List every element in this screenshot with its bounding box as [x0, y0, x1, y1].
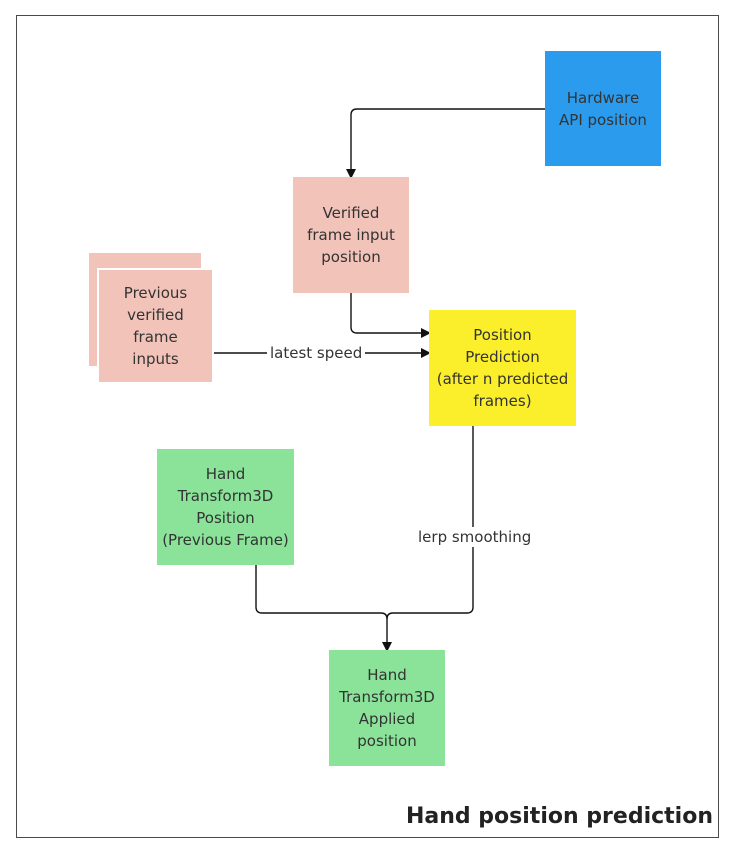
- diagram-frame: [16, 15, 719, 838]
- edge-handprev-to-applied: [255, 565, 388, 620]
- latest-speed-label: latest speed: [267, 343, 366, 363]
- hand-transform-applied-node: Hand Transform3D Applied position: [329, 650, 445, 766]
- hand-transform-previous-node: Hand Transform3D Position (Previous Fram…: [157, 449, 294, 565]
- diagram-title: Hand position prediction: [405, 804, 713, 829]
- previous-verified-inputs-node: Previous verified frame inputs: [97, 268, 214, 384]
- hardware-api-position-node: Hardware API position: [545, 51, 661, 166]
- edge-hardware-to-verified: [346, 108, 545, 179]
- lerp-smoothing-label: lerp smoothing: [415, 527, 535, 547]
- edge-verified-to-prediction: [350, 293, 431, 338]
- position-prediction-node: Position Prediction (after n predicted f…: [429, 310, 576, 426]
- verified-frame-input-node: Verified frame input position: [293, 177, 409, 293]
